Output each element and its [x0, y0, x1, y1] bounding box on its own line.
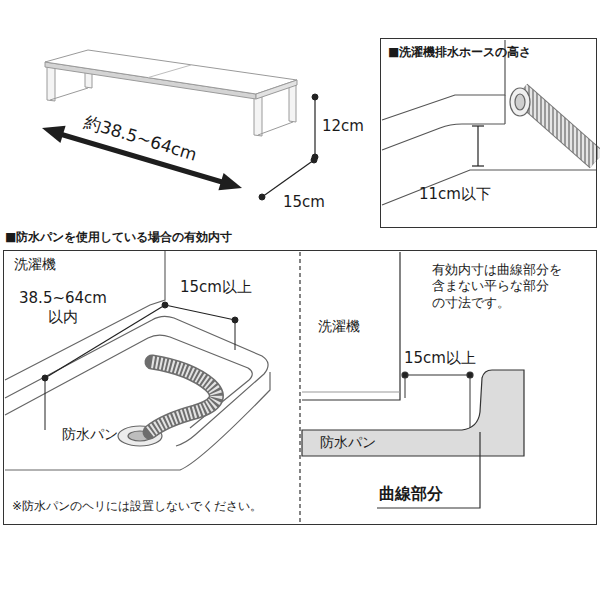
height-dimension: [259, 94, 318, 200]
callout-label: 曲線部分: [379, 484, 443, 504]
part-name: 洗濯機: [318, 318, 360, 336]
panel-title: ■洗濯機排水ホースの高さ: [388, 45, 531, 60]
height-dimension: 12cm: [322, 117, 364, 136]
dimension-label: 38.5~64cm 以内: [8, 289, 118, 327]
dimension-label: 15cm以上: [404, 349, 476, 368]
hose-drawing: [382, 40, 597, 205]
panel-title: ■防水パンを使用している場合の有効内寸: [5, 230, 232, 245]
part-name: 防水パン: [62, 426, 118, 444]
panel-divider: [299, 252, 300, 523]
depth-dimension: 15cm: [283, 193, 325, 212]
dimension-label: 11cm以下: [419, 185, 491, 204]
dimension-label: 15cm以上: [180, 278, 252, 297]
note: ※防水パンのヘリには設置しないでください。: [12, 499, 262, 514]
panel-box: ■洗濯機排水ホースの高さ 11cm以下: [380, 38, 597, 228]
part-name: 洗濯機: [14, 256, 56, 274]
part-name: 防水パン: [320, 434, 376, 452]
pan-drawing: [5, 250, 270, 470]
note: 有効内寸は曲線部分を 含まない平らな部分 の寸法です。: [432, 262, 592, 311]
